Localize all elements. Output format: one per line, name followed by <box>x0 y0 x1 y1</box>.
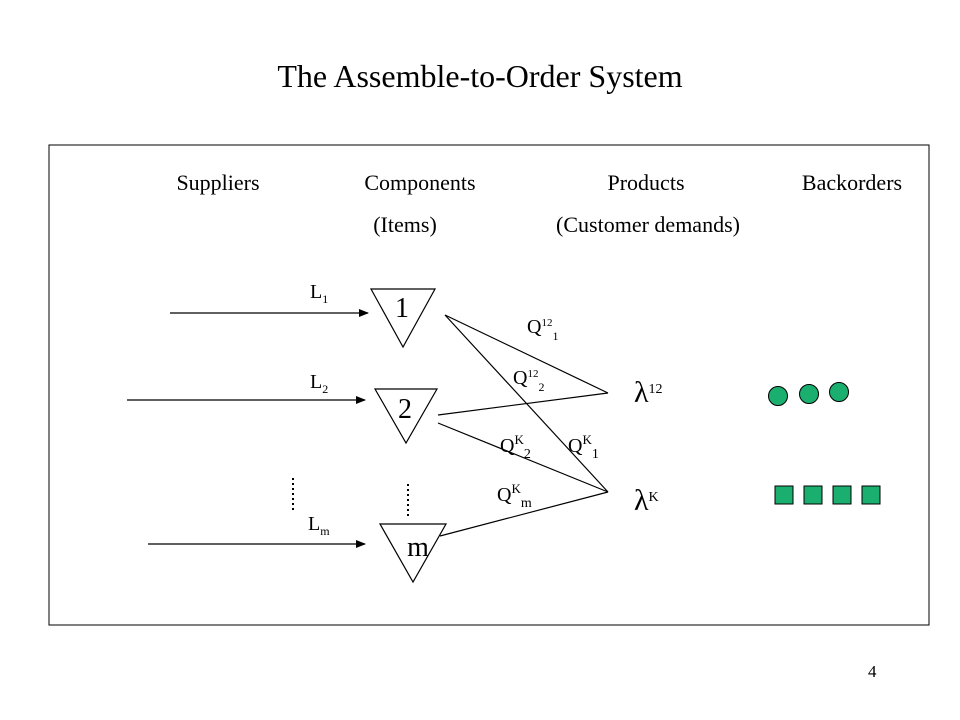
backorder-circle <box>799 384 819 404</box>
item-triangle-m <box>378 523 448 584</box>
lead-time-label-m: Lm <box>308 513 330 538</box>
edge-label-qk-2: QK2 <box>500 432 531 462</box>
edge-item1-productK <box>444 314 609 493</box>
components-subheading: (Items) <box>373 212 437 237</box>
backorder-square <box>832 485 852 505</box>
item-label-m: m <box>407 532 429 563</box>
lead-time-label-1: L1 <box>310 281 328 306</box>
products-heading: Products <box>608 170 685 195</box>
demand-label-k: λK <box>634 484 659 517</box>
backorder-squares <box>774 485 881 505</box>
diagram-frame <box>48 144 930 626</box>
slide-title: The Assemble-to-Order System <box>277 58 683 94</box>
backorders-heading: Backorders <box>802 170 902 195</box>
lead-time-label-2: L2 <box>310 371 328 396</box>
page-number: 4 <box>868 662 877 681</box>
products-subheading: (Customer demands) <box>556 212 740 237</box>
edge-label-q12-2: Q122 <box>513 367 544 394</box>
edge-item2-productK <box>437 422 609 493</box>
item-triangle-2 <box>373 388 439 445</box>
backorder-square <box>774 485 794 505</box>
backorder-square <box>861 485 881 505</box>
backorder-square <box>803 485 823 505</box>
backorder-circle <box>829 382 849 402</box>
components-heading: Components <box>364 170 475 195</box>
edge-item2-product12 <box>437 392 609 416</box>
edge-label-qk-m: QKm <box>497 481 532 511</box>
backorder-circle <box>768 386 788 406</box>
demand-label-12: λ12 <box>634 376 663 409</box>
item-label-2: 2 <box>398 394 412 425</box>
backorder-circles <box>768 382 849 406</box>
edge-item1-product12 <box>444 314 609 394</box>
item-triangle-1 <box>369 288 437 349</box>
edge-label-q12-1: Q121 <box>527 316 558 343</box>
suppliers-heading: Suppliers <box>176 170 259 195</box>
edge-label-qk-1: QK1 <box>568 432 599 462</box>
edge-itemm-productK <box>439 491 609 537</box>
item-label-1: 1 <box>395 293 409 324</box>
